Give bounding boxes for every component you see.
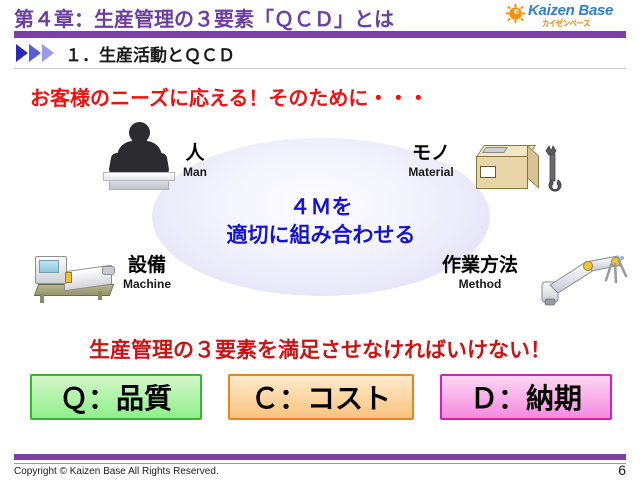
- box-side-face: [527, 145, 539, 189]
- machine-knob: [65, 272, 72, 283]
- kaizen-base-logo: Kaizen Base カイゼンベース: [506, 2, 634, 32]
- four-m-center-line1: ４Ｍを: [289, 196, 353, 219]
- logo-subtext: カイゼンベース: [542, 19, 590, 28]
- footer-bar: [14, 454, 626, 460]
- box-shipping-label: [480, 166, 496, 178]
- four-m-item-method-en: Method: [458, 276, 502, 291]
- person-body: [117, 141, 162, 174]
- person-at-desk-icon: [103, 120, 175, 190]
- logo-wordmark: Kaizen Base: [528, 2, 614, 19]
- qcd-box-cost: Ｃ：コスト: [228, 374, 414, 420]
- four-m-item-material-jp: モノ: [411, 143, 450, 164]
- chevron-right-icon: [42, 44, 54, 62]
- machine-nozzle: [102, 266, 115, 275]
- cardboard-box-wrench-icon: [470, 142, 570, 196]
- title-divider: [14, 31, 626, 38]
- desk-top: [103, 172, 175, 181]
- four-m-item-machine-jp: 設備: [127, 255, 166, 276]
- desk-body: [109, 181, 169, 190]
- page-title: 第４章：生産管理の３要素「ＱＣＤ」とは: [14, 9, 394, 31]
- section-heading: １．生産活動とＱＣＤ: [16, 40, 235, 66]
- wrench-icon: [545, 145, 562, 192]
- four-m-item-man: 人 Man: [168, 144, 222, 179]
- four-m-center-line2: 適切に組み合わせる: [226, 223, 416, 247]
- satisfy-three-elements-callout: 生産管理の３要素を満足させなければいけない！: [89, 339, 551, 362]
- section-heading-label: １．生産活動とＱＣＤ: [65, 45, 235, 65]
- section-divider: [14, 68, 626, 69]
- industrial-machine-icon: [32, 250, 116, 304]
- person-head: [129, 122, 150, 143]
- qcd-box-quality: Ｑ：品質: [30, 374, 202, 420]
- four-m-item-method: 作業方法 Method: [430, 256, 530, 291]
- chevron-right-icon: [29, 44, 41, 62]
- robot-arm-icon: [541, 255, 628, 306]
- four-m-item-material-en: Material: [408, 164, 454, 179]
- chevron-right-icon: [16, 44, 28, 62]
- four-m-item-machine: 設備 Machine: [112, 256, 182, 291]
- four-m-item-man-jp: 人: [185, 143, 205, 164]
- copyright-text: Copyright © Kaizen Base All Rights Reser…: [14, 466, 219, 477]
- four-m-ellipse: [152, 138, 490, 296]
- customer-needs-callout: お客様のニーズに応える！そのために・・・: [30, 88, 429, 110]
- four-m-item-machine-en: Machine: [122, 276, 171, 291]
- machine-leg: [40, 294, 44, 303]
- machine-leg: [98, 291, 102, 300]
- four-m-center-text: ４Ｍを 適切に組み合わせる: [152, 194, 490, 249]
- page-number: 6: [618, 462, 626, 478]
- machine-screen: [39, 260, 59, 273]
- four-m-item-material: モノ Material: [398, 144, 464, 179]
- four-m-item-man-en: Man: [183, 164, 207, 179]
- box-tape: [481, 147, 509, 153]
- four-m-item-method-jp: 作業方法: [441, 255, 518, 276]
- qcd-box-delivery: Ｄ：納期: [440, 374, 612, 420]
- footer-divider: [14, 463, 626, 464]
- gear-sun-icon: [506, 4, 525, 23]
